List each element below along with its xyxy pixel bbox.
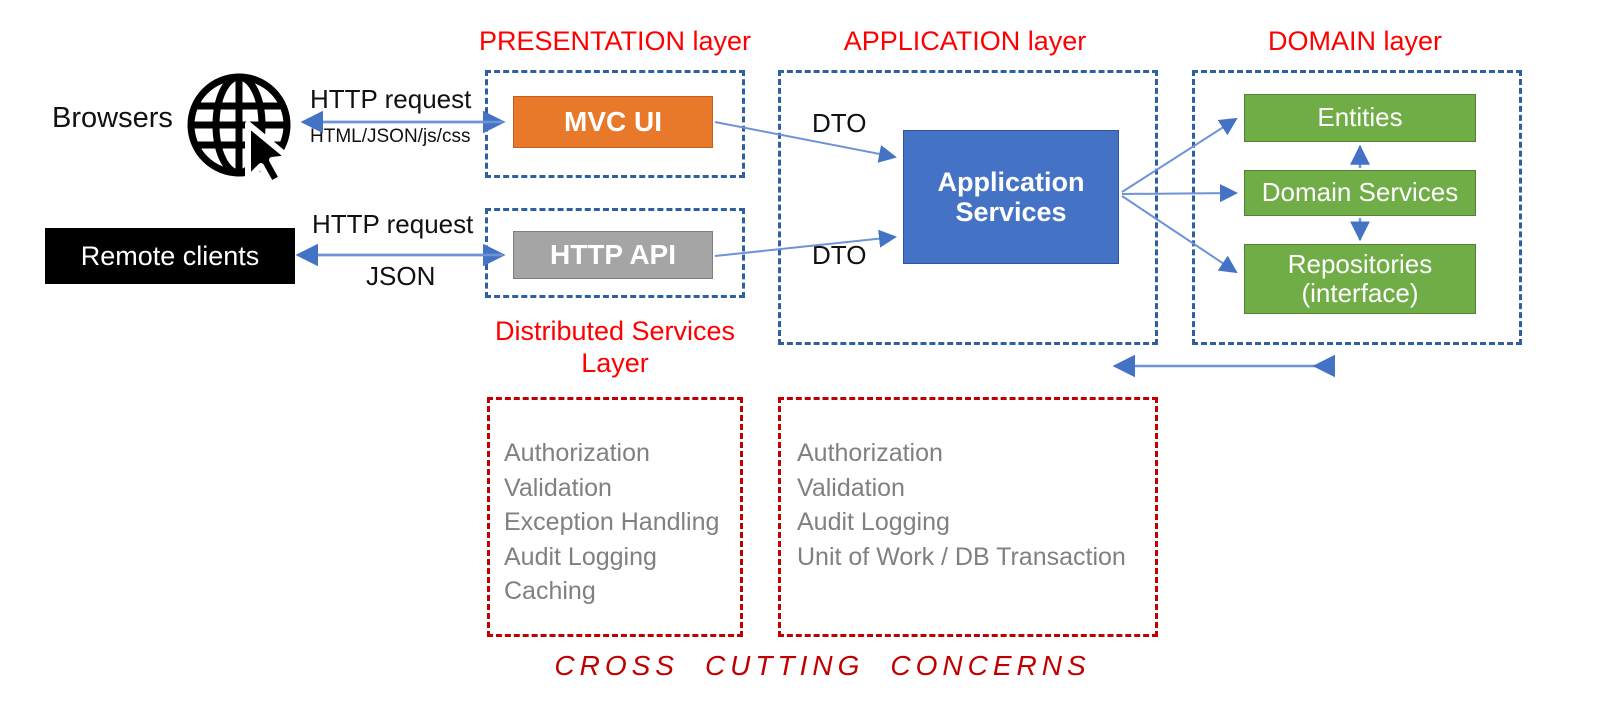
domain-services-box[interactable]: Domain Services [1244,170,1476,216]
concern-item: Audit Logging [797,508,950,536]
repositories-line1: Repositories [1287,248,1433,279]
domain-layer-title: DOMAIN layer [1267,26,1443,56]
browsers-label: Browsers [52,102,173,134]
dto-bottom-label: DTO [812,240,867,270]
application-services-line1: Application [937,166,1085,197]
browser-response-label: HTML/JSON/js/css [310,126,471,147]
application-layer-title: APPLICATION layer [843,26,1087,56]
presentation-concerns-list: Authorization Validation Exception Handl… [504,436,719,609]
entities-box[interactable]: Entities [1244,94,1476,142]
cc-word: CONCERNS [890,650,1091,681]
application-concerns-box: Authorization Validation Audit Logging U… [778,397,1158,637]
http-api-box[interactable]: HTTP API [513,231,713,279]
concern-item: Validation [504,473,612,502]
globe-cursor-icon [186,66,298,187]
concern-item: Caching [504,577,596,605]
application-services-line2: Services [955,197,1067,227]
distributed-services-layer-title: Distributed Services Layer [494,316,736,378]
application-concerns-list: Authorization Validation Audit Logging U… [797,436,1126,574]
mvc-ui-box[interactable]: MVC UI [513,96,713,148]
presentation-layer-title: PRESENTATION layer [478,26,752,56]
concern-item: Authorization [504,439,650,467]
application-services-box[interactable]: Application Services [903,130,1119,264]
concern-item: Exception Handling [504,508,720,536]
cross-cutting-concerns-footer: CROSS CUTTING CONCERNS [487,650,1158,682]
cc-word: CROSS [554,650,679,681]
concern-item: Validation [797,473,905,502]
browser-request-label: HTTP request [310,84,472,114]
repositories-box[interactable]: Repositories (interface) [1244,244,1476,314]
repositories-line2: (interface) [1301,278,1419,308]
presentation-concerns-box: Authorization Validation Exception Handl… [487,397,743,637]
cc-word: CUTTING [704,650,865,681]
concern-item: Unit of Work / DB Transaction [797,542,1126,571]
dto-top-label: DTO [812,108,867,138]
remote-response-label: JSON [366,261,436,291]
concern-item: Authorization [797,439,943,467]
concern-item: Audit Logging [504,542,657,571]
remote-clients-box: Remote clients [45,228,295,284]
remote-request-label: HTTP request [312,209,474,239]
